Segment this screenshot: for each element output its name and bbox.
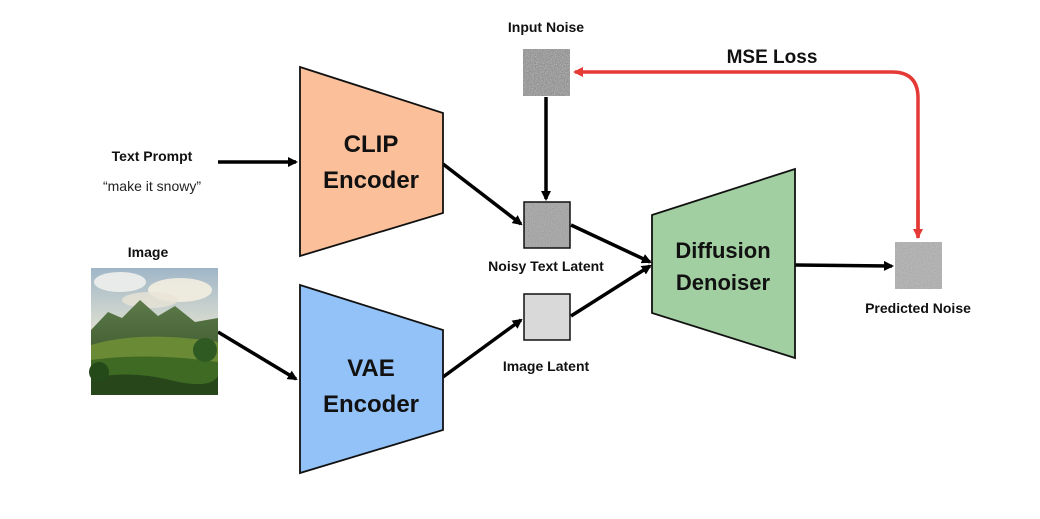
diffusion-denoiser-block [651,167,796,360]
noisy-text-latent-square [523,201,571,249]
landscape-image [89,268,218,395]
predicted-noise-square [895,242,942,289]
connector-arrows [217,97,894,381]
arrow-noisy-latent-to-denoiser [570,223,652,264]
input-noise-square [523,49,570,96]
arrow-vae-to-image-latent [441,318,523,379]
mse-loss-arrow [573,67,920,238]
mse-loss-label: MSE Loss [727,47,818,68]
clip-encoder-label-1: CLIP [344,131,399,158]
arrow-image-latent-to-denoiser [570,264,652,318]
image-latent-label: Image Latent [503,358,590,374]
noisy-text-latent-label: Noisy Text Latent [488,258,604,274]
denoiser-label-2: Denoiser [676,270,771,295]
clip-encoder-block [299,65,444,258]
image-latent-square [523,293,571,341]
vae-encoder-label-2: Encoder [323,391,419,418]
arrow-clip-to-noisy-latent [441,162,523,226]
prompt-text: “make it snowy” [103,178,201,194]
text-prompt-label: Text Prompt [112,148,193,164]
input-noise-label: Input Noise [508,19,584,35]
predicted-noise-label: Predicted Noise [865,300,971,316]
arrow-image-to-vae [217,330,298,381]
denoiser-label-1: Diffusion [675,238,770,263]
clip-encoder-label-2: Encoder [323,167,419,194]
vae-encoder-label-1: VAE [347,355,395,382]
vae-encoder-block [299,283,444,475]
image-label: Image [128,244,169,260]
arrow-denoiser-to-predicted-noise [794,260,894,271]
